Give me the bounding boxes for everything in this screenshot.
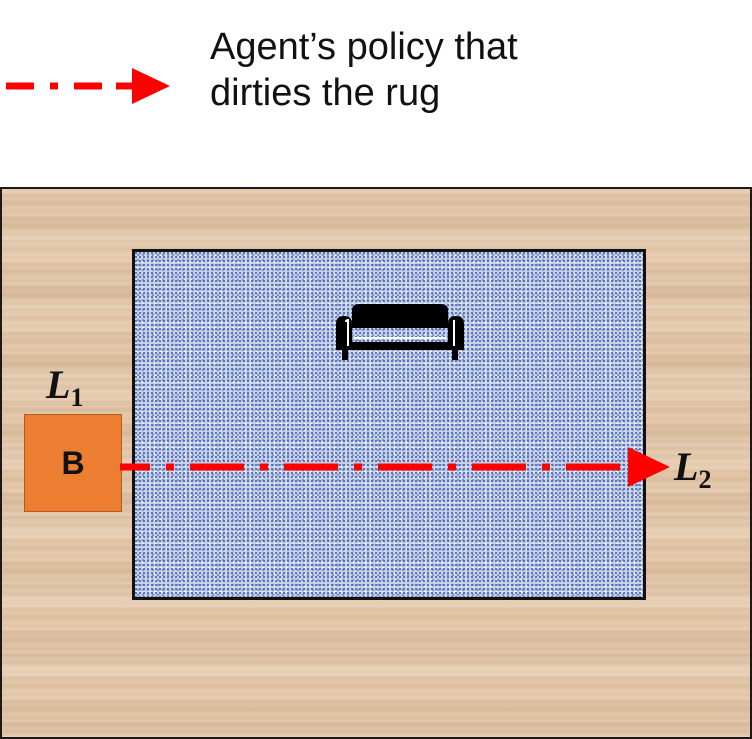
box-b: B xyxy=(24,414,122,512)
sofa-icon xyxy=(336,304,464,360)
end-location-label: L2 xyxy=(674,444,712,495)
start-location-label: L1 xyxy=(46,362,84,413)
dash-dot-arrow-icon xyxy=(6,68,170,104)
legend-label: Agent’s policy that dirties the rug xyxy=(210,24,518,116)
rug xyxy=(132,249,646,600)
box-label: B xyxy=(61,444,85,481)
legend-label-line-2: dirties the rug xyxy=(210,72,441,114)
legend-label-line-1: Agent’s policy that xyxy=(210,26,518,68)
legend: Agent’s policy that dirties the rug xyxy=(0,0,752,180)
agent-path-arrow xyxy=(120,447,670,487)
room-floor: L1 B L2 xyxy=(0,187,752,739)
